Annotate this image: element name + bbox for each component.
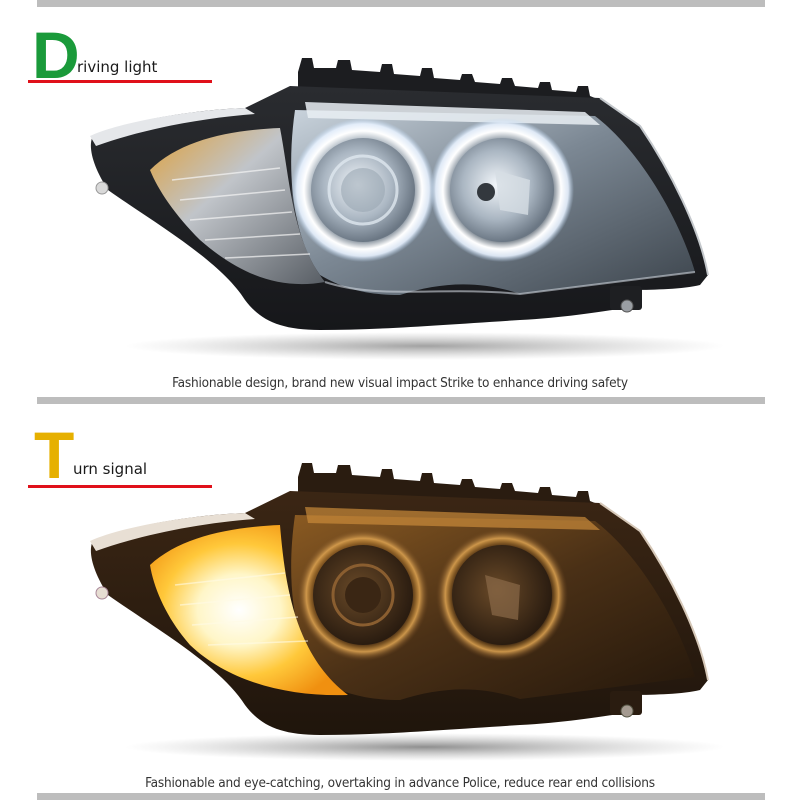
bottom-divider [37,793,765,800]
heading-initial-d: D [32,18,80,92]
heading-initial-t: T [34,418,75,492]
top-divider [37,0,765,7]
heading-underline [28,485,212,488]
driving-light-caption: Fashionable design, brand new visual imp… [172,375,628,391]
heading-underline [28,80,212,83]
headlight-driving-light-icon [90,58,725,360]
headlight-turn-signal-icon [90,463,725,761]
heading-text: urn signal [73,460,148,478]
section-divider [37,397,765,404]
turn-signal-caption: Fashionable and eye-catching, overtaking… [145,775,655,791]
driving-light-heading: D riving light [28,18,228,88]
turn-signal-heading: T urn signal [28,420,228,490]
heading-text: riving light [77,58,158,76]
